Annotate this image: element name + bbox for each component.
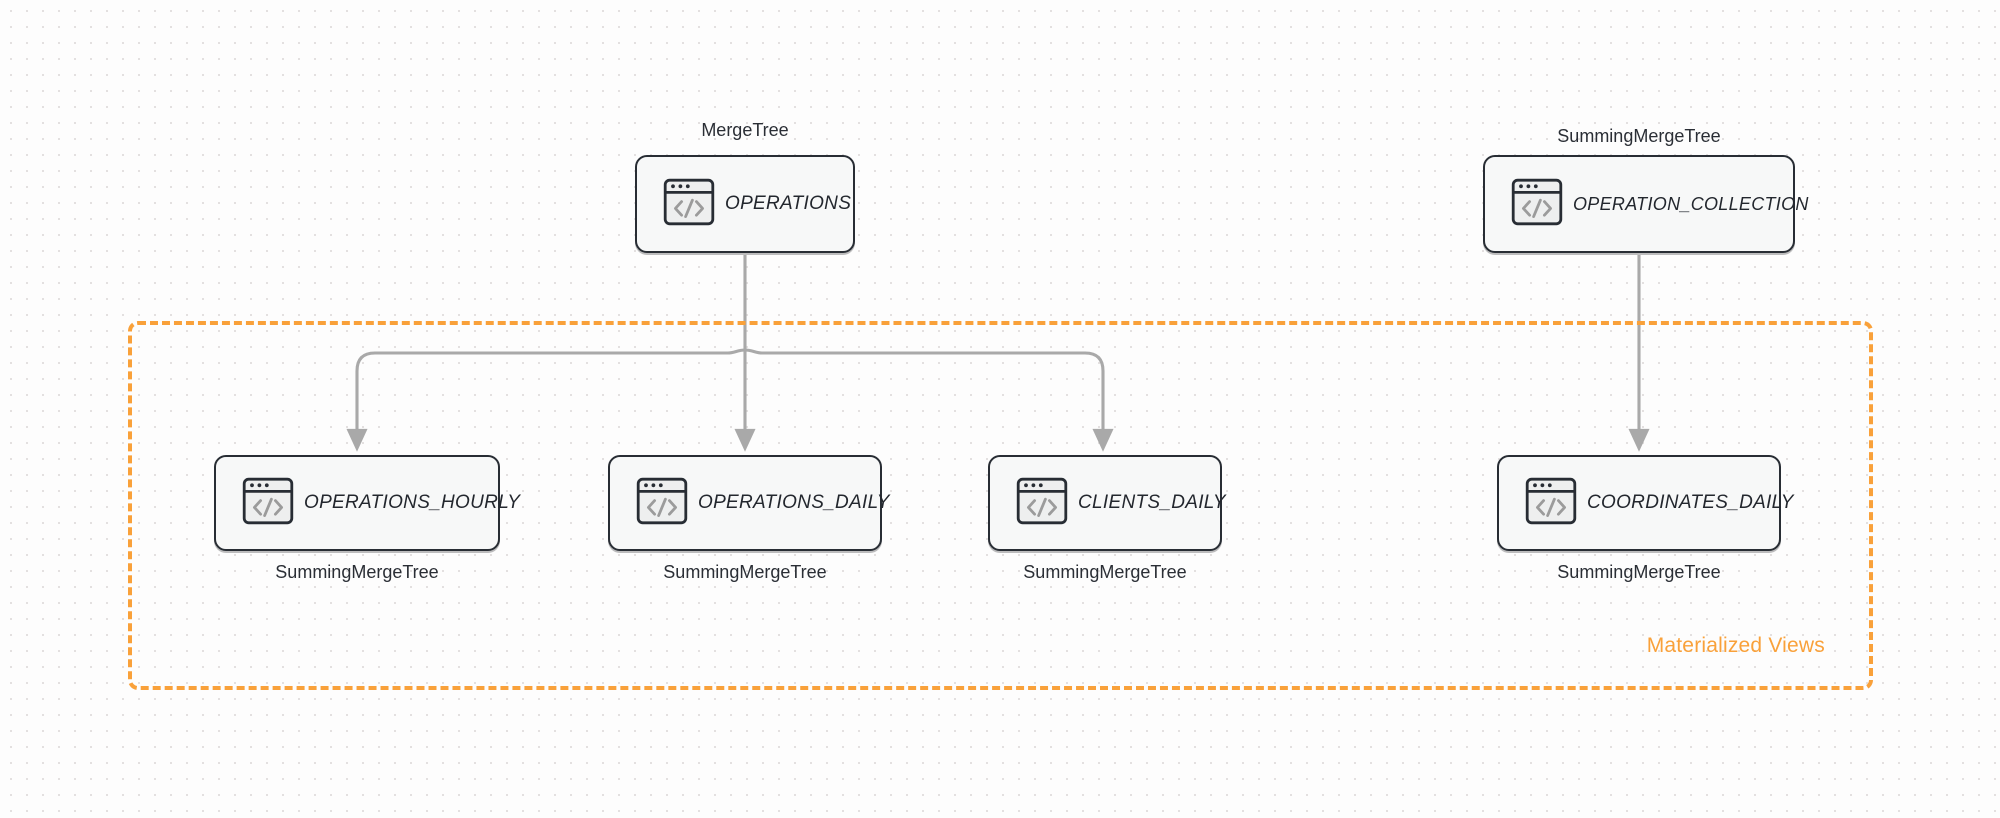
node-label-operations_hourly: OPERATIONS_HOURLY: [304, 492, 521, 513]
node-clients_daily[interactable]: CLIENTS_DAILY: [988, 455, 1226, 551]
code-window-icon: [1525, 477, 1577, 530]
node-label-clients_daily: CLIENTS_DAILY: [1078, 492, 1226, 513]
node-operation_collection[interactable]: OPERATION_COLLECTION: [1483, 155, 1808, 253]
code-window-icon: [663, 178, 715, 231]
node-coordinates_daily[interactable]: COORDINATES_DAILY: [1497, 455, 1793, 551]
node-operations_hourly[interactable]: OPERATIONS_HOURLY: [214, 455, 520, 551]
code-window-icon: [242, 477, 294, 530]
engine-caption-clients_daily: SummingMergeTree: [1023, 562, 1187, 582]
materialized-views-group[interactable]: Materialized Views: [128, 321, 1873, 690]
engine-caption-operations_daily: SummingMergeTree: [663, 562, 827, 582]
node-label-operation_collection: OPERATION_COLLECTION: [1573, 193, 1809, 214]
node-operations_daily[interactable]: OPERATIONS_DAILY: [608, 455, 889, 551]
code-window-icon: [1511, 178, 1563, 225]
node-label-operations_daily: OPERATIONS_DAILY: [698, 492, 890, 513]
materialized-views-label: Materialized Views: [1646, 634, 1825, 657]
engine-caption-operation_collection: SummingMergeTree: [1557, 126, 1721, 146]
node-label-operations: OPERATIONS: [725, 193, 852, 214]
node-operations[interactable]: OPERATIONS: [635, 155, 855, 253]
code-window-icon: [1016, 477, 1068, 530]
engine-caption-operations: MergeTree: [701, 120, 789, 140]
code-window-icon: [636, 477, 688, 524]
code-window-icon: [1525, 477, 1577, 524]
engine-caption-coordinates_daily: SummingMergeTree: [1557, 562, 1721, 582]
node-label-coordinates_daily: COORDINATES_DAILY: [1587, 492, 1794, 513]
code-window-icon: [663, 178, 715, 225]
code-window-icon: [242, 477, 294, 524]
code-window-icon: [636, 477, 688, 530]
code-window-icon: [1511, 178, 1563, 231]
engine-caption-operations_hourly: SummingMergeTree: [275, 562, 439, 582]
code-window-icon: [1016, 477, 1068, 524]
